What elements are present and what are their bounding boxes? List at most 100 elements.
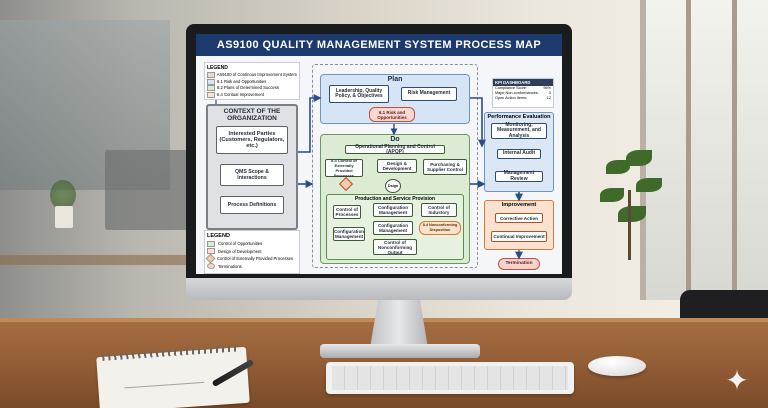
kpi-dashboard: KPI DASHBOARD Compliance Score: 96% Major…	[492, 78, 554, 108]
production-section: Production and Service Provision Control…	[326, 194, 464, 260]
legend-label: 8.2 Plans of Determined Success	[217, 85, 279, 90]
plant-leaf	[606, 160, 630, 174]
corrective-action-box[interactable]: Corrective Action	[495, 213, 543, 223]
configuration-management-box[interactable]: Configuration Management	[333, 227, 365, 241]
legend-swatch	[207, 248, 215, 255]
kpi-label: Open Action Items:	[495, 96, 528, 100]
legend-item: 6.1 Risk and Opportunities	[207, 79, 297, 86]
termination-pill[interactable]: Termination	[498, 258, 540, 270]
kpi-value: 96%	[543, 86, 551, 90]
kpi-value: 12	[546, 96, 551, 100]
legend-item: Design of Development	[207, 248, 297, 256]
production-title: Production and Service Provision	[354, 196, 436, 202]
interested-parties-box[interactable]: Interested Parties (Customers, Regulator…	[216, 126, 288, 154]
legend-swatch	[207, 240, 215, 247]
configuration-management-box[interactable]: Configuration Management	[373, 203, 413, 217]
plant-stem	[628, 190, 631, 260]
legend-item: AS9100 of Continous Improvement System	[207, 72, 297, 79]
context-panel: CONTEXT OF THE ORGANIZATION Interested P…	[206, 104, 298, 230]
monitor-stand	[370, 296, 428, 348]
background-monitor	[105, 150, 193, 230]
leadership-box[interactable]: Leadership, Quality Policy, & Objectives	[329, 85, 389, 103]
legend-swatch	[207, 85, 215, 92]
legend-swatch	[207, 91, 215, 98]
risk-management-box[interactable]: Risk Management	[401, 87, 457, 101]
plan-section: Plan Leadership, Quality Policy, & Objec…	[320, 74, 470, 124]
design-decision[interactable]: Dsign	[385, 179, 401, 193]
plant-leaf	[626, 150, 652, 166]
legend-label: Design of Development	[218, 248, 262, 254]
background-plant-pot	[55, 206, 73, 228]
potted-plant	[596, 150, 666, 260]
legend-bottom: LEGEND Control of Opportunities Design o…	[204, 230, 300, 274]
legend-swatch	[207, 72, 215, 79]
legend-circle	[207, 263, 215, 270]
control-external-box[interactable]: 8.4 Control of Externally Provided Proce…	[325, 158, 363, 178]
legend-item: 6.4 Contual Improvement	[207, 92, 297, 99]
legend-label: AS9100 of Continous Improvement System	[216, 72, 297, 77]
legend-item: 8.2 Plans of Determined Success	[207, 85, 297, 92]
legend-label: 6.1 Risk and Opportunities	[217, 78, 267, 84]
monitor-screen: AS9100 QUALITY MANAGEMENT SYSTEM PROCESS…	[196, 34, 562, 274]
legend-label: Control of Opportunities	[218, 241, 263, 246]
context-title: CONTEXT OF THE ORGANIZATION	[223, 108, 281, 122]
monitoring-box[interactable]: Monitoring, Measurement, and Analysis	[491, 122, 547, 139]
window-right	[640, 0, 768, 300]
purchasing-box[interactable]: Purchasing & Supplier Control	[423, 159, 467, 175]
kpi-label: Compliance Score:	[495, 86, 528, 90]
legend-swatch	[207, 78, 215, 85]
window-mullion	[686, 0, 691, 300]
control-industry-box[interactable]: Control of Industory	[421, 203, 457, 217]
monitor-chin	[186, 278, 572, 300]
plant-leaf	[600, 188, 624, 202]
plan-title: Plan	[387, 76, 403, 83]
qms-scope-box[interactable]: QMS Scope & Interactions	[220, 164, 284, 186]
control-processes-box[interactable]: Control of Processes	[333, 205, 361, 219]
nonconforming-disposition-pill[interactable]: 8.4 Nonconforming Disposition	[419, 221, 461, 235]
legend-item: Terminations	[207, 263, 297, 271]
legend-label: Terminations	[218, 263, 242, 269]
legend-item: Control of Externally Provided Processes	[205, 253, 297, 264]
legend-label: 6.4 Contual Improvement	[217, 91, 265, 97]
kpi-row: Major Non-conformances: 3	[493, 91, 553, 96]
legend-label: Control of Externally Provided Processes	[217, 256, 294, 261]
kpi-row: Open Action Items: 12	[493, 96, 553, 101]
plant-leaf	[618, 206, 646, 222]
kpi-value: 3	[548, 91, 551, 95]
decision-diamond	[338, 176, 354, 192]
management-review-box[interactable]: Management Review	[495, 170, 543, 182]
notebook-handwriting	[123, 365, 205, 389]
kpi-label: Major Non-conformances:	[495, 91, 539, 95]
mouse	[588, 356, 646, 376]
background-plant	[50, 180, 76, 210]
process-flow-frame	[312, 64, 478, 268]
improvement-title: Improvement	[501, 202, 537, 208]
kpi-title: KPI DASHBOARD	[493, 79, 553, 86]
do-title: Do	[390, 136, 400, 143]
background-desk	[0, 255, 200, 265]
apqp-box[interactable]: Operational Planning and Control (APQP)	[345, 144, 445, 154]
monitor-stand-base	[320, 344, 480, 358]
legend-top: LEGEND AS9100 of Continous Improvement S…	[204, 62, 300, 100]
internal-audit-box[interactable]: Internal Audit	[497, 149, 541, 159]
performance-title: Performance Evaluation	[487, 114, 551, 120]
risk-opportunities-pill[interactable]: 6.1 Risk and Opportunities	[369, 107, 415, 122]
process-map-title: AS9100 QUALITY MANAGEMENT SYSTEM PROCESS…	[196, 34, 562, 56]
keyboard-keys	[332, 366, 568, 390]
legend-title: LEGEND	[207, 233, 230, 239]
performance-section: Performance Evaluation Monitoring, Measu…	[484, 112, 554, 192]
sparkle-icon: ✦	[725, 365, 749, 396]
legend-title: LEGEND	[207, 65, 228, 71]
legend-item: Control of Opportunities	[207, 240, 297, 248]
configuration-management-box[interactable]: Configuration Management	[373, 221, 413, 235]
design-development-box[interactable]: Design & Development	[377, 159, 417, 173]
improvement-section: Improvement Corrective Action Continual …	[484, 200, 554, 250]
window-mullion	[732, 0, 737, 300]
keyboard	[326, 362, 574, 394]
process-definitions-box[interactable]: Process Definitions	[220, 196, 284, 214]
nonconforming-output-box[interactable]: Control of Nonconforming Output	[373, 239, 417, 255]
kpi-row: Compliance Score: 96%	[493, 86, 553, 91]
plant-leaf	[636, 178, 662, 192]
continual-improvement-box[interactable]: Continual Improvement	[491, 231, 547, 242]
